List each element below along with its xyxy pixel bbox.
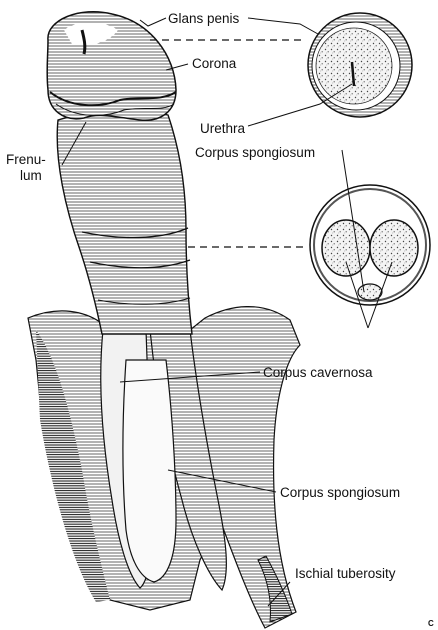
label-corpus-cavernosa: Corpus cavernosa <box>263 365 373 380</box>
corpus-spongiosum-bulb <box>123 360 176 582</box>
label-urethra: Urethra <box>200 121 246 136</box>
leader-glans-right <box>248 18 318 34</box>
label-frenulum-line1: Frenu- <box>6 152 46 167</box>
penis-shaft <box>57 111 192 334</box>
label-frenulum-line2: lum <box>20 168 42 183</box>
label-ischial-tuberosity: Ischial tuberosity <box>295 566 396 581</box>
label-corpus-spongiosum-lower: Corpus spongiosum <box>280 485 400 500</box>
corner-mark: C <box>428 619 434 628</box>
label-corpus-spongiosum-upper: Corpus spongiosum <box>195 145 315 160</box>
leader-glans-left <box>140 18 166 26</box>
label-corona: Corona <box>192 56 237 71</box>
shaft-cross-section <box>310 185 430 305</box>
label-glans-penis: Glans penis <box>168 11 240 26</box>
